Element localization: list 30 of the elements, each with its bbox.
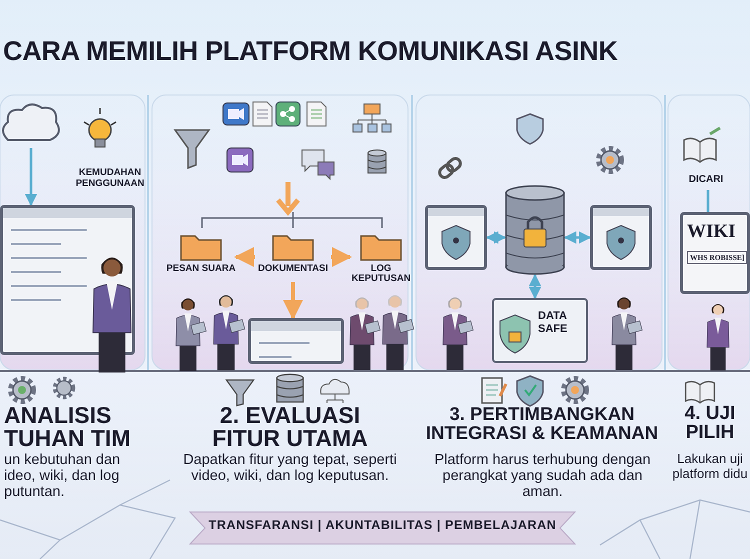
step-heading: 3. PERTIMBANGKAN INTEGRASI & KEAMANAN bbox=[424, 404, 660, 443]
arrow bbox=[486, 231, 506, 244]
arrow bbox=[564, 231, 592, 244]
screen-panel bbox=[492, 298, 588, 363]
step-heading: 4. UJI PILIH bbox=[684, 404, 736, 442]
caption-text: KEMUDAHAN PENGGUNAAN bbox=[74, 168, 146, 190]
title: CARA MEMILIH PLATFORM KOMUNIKASI ASINK bbox=[3, 36, 618, 67]
step-description: Lakukan uji platform didu bbox=[671, 452, 749, 482]
arrow bbox=[283, 282, 303, 320]
caption-text: DICARI bbox=[688, 174, 724, 185]
monitor-screen bbox=[248, 318, 344, 364]
folder-label: LOG KEPUTUSAN bbox=[350, 264, 412, 285]
step-description: Dapatkan fitur yang tepat, seperti video, wiki, dan log keputusan. bbox=[182, 452, 398, 484]
step-heading: 2. EVALUASI FITUR UTAMA bbox=[211, 404, 369, 450]
banner-text: TRANSFARANSI | AKUNTABILITAS | PEMBELAJARAN bbox=[208, 519, 558, 533]
screen-text: DATA SAFE bbox=[538, 310, 568, 336]
arrow bbox=[234, 247, 255, 267]
monitor-screen bbox=[590, 205, 652, 270]
arrow bbox=[331, 247, 352, 267]
connector-line bbox=[706, 190, 710, 212]
step-description: un kebutuhan dan ideo, wiki, dan log putuntan. bbox=[4, 452, 122, 501]
arrow bbox=[528, 274, 542, 300]
folder-label: DOKUMENTASI bbox=[258, 264, 328, 274]
monitor-screen bbox=[425, 205, 487, 270]
arrow bbox=[24, 148, 38, 206]
page-heading: WIKI bbox=[687, 221, 736, 243]
step-heading: ANALISIS TUHAN TIM bbox=[4, 404, 132, 450]
step-description: Platform harus terhubung dengan perangkat yang sudah ada dan aman. bbox=[433, 452, 652, 501]
folder-label: PESAN SUARA bbox=[166, 264, 236, 274]
browser-window bbox=[680, 212, 750, 294]
